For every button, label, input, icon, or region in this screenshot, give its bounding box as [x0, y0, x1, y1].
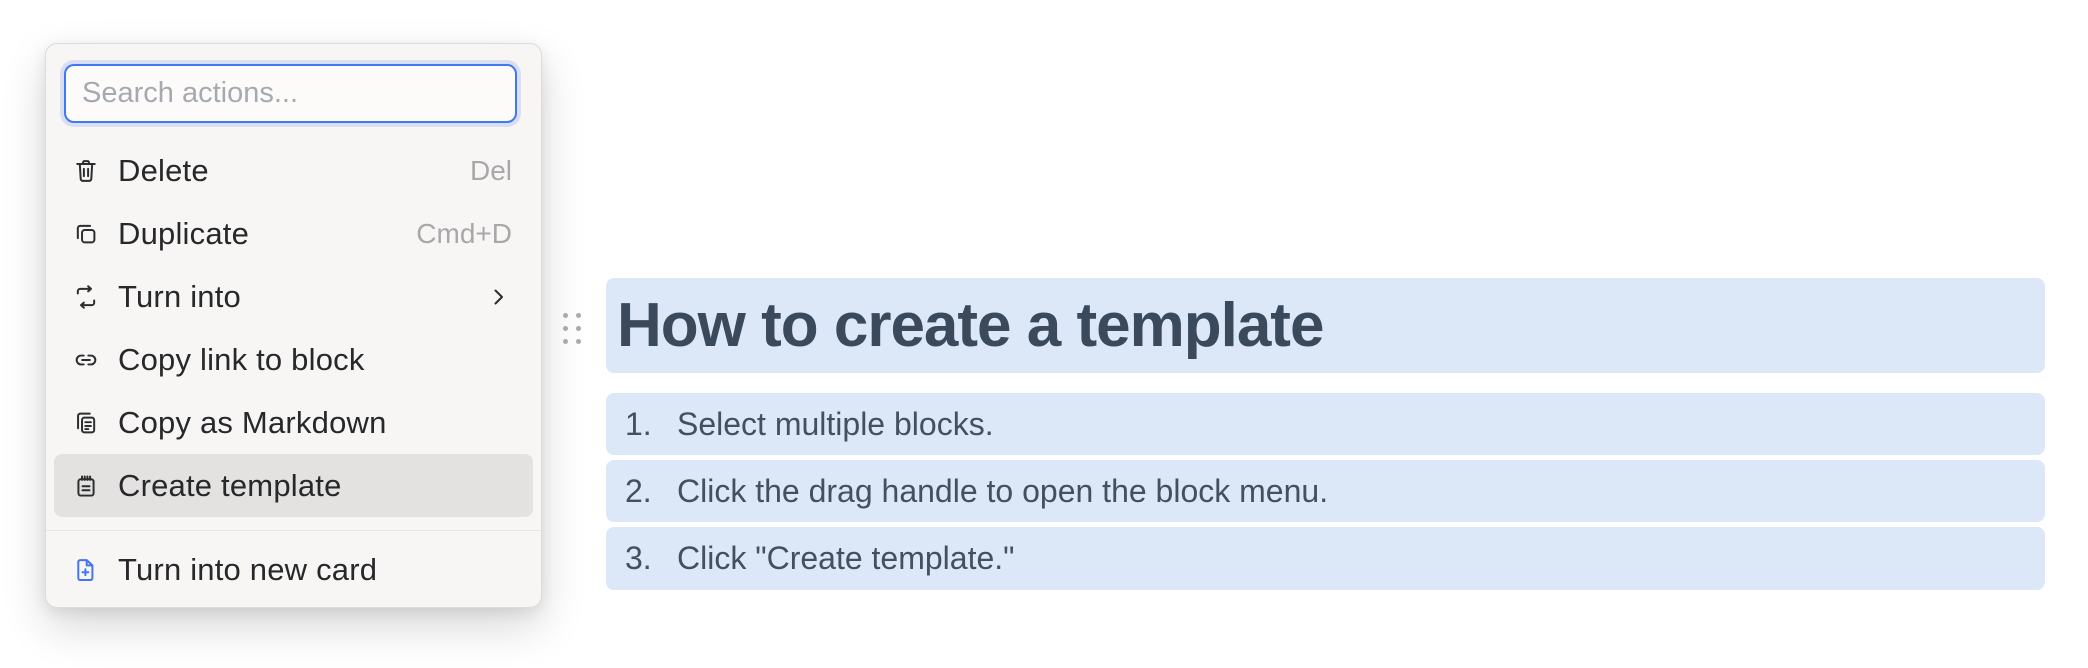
menu-item-turn-into[interactable]: Turn into	[54, 265, 533, 328]
menu-item-label: Copy as Markdown	[118, 404, 387, 440]
list-item-text: Select multiple blocks.	[677, 405, 994, 442]
block-action-menu: Delete Del Duplicate Cmd+D Turn into	[45, 43, 542, 608]
template-icon	[72, 472, 100, 500]
selected-heading-block[interactable]: How to create a template	[606, 278, 2045, 373]
menu-item-label: Delete	[118, 152, 209, 188]
document-content: How to create a template 1. Select multi…	[606, 278, 2045, 595]
list-item-text: Click the drag handle to open the block …	[677, 472, 1329, 509]
menu-item-label: Create template	[118, 467, 342, 503]
menu-item-label: Duplicate	[118, 215, 250, 251]
menu-item-turn-into-new-card[interactable]: Turn into new card	[54, 538, 533, 601]
turn-into-icon	[72, 283, 100, 311]
menu-item-shortcut: Cmd+D	[416, 217, 512, 249]
page-title: How to create a template	[617, 291, 1324, 360]
duplicate-icon	[72, 220, 100, 248]
list-item[interactable]: 3. Click "Create template."	[606, 527, 2045, 590]
list-item-text: Click "Create template."	[677, 540, 1015, 576]
menu-item-label: Turn into	[118, 278, 241, 314]
link-icon	[72, 346, 100, 374]
menu-item-delete[interactable]: Delete Del	[54, 139, 533, 202]
search-input[interactable]	[64, 64, 517, 123]
menu-item-shortcut: Del	[469, 154, 512, 186]
trash-icon	[72, 157, 100, 185]
menu-item-label: Copy link to block	[118, 341, 365, 377]
menu-item-create-template[interactable]: Create template	[54, 454, 533, 517]
menu-divider	[46, 530, 541, 531]
list-item[interactable]: 2. Click the drag handle to open the blo…	[606, 460, 2045, 522]
list-item[interactable]: 1. Select multiple blocks.	[606, 393, 2045, 455]
menu-item-duplicate[interactable]: Duplicate Cmd+D	[54, 202, 533, 265]
menu-item-copy-markdown[interactable]: Copy as Markdown	[54, 391, 533, 454]
copy-markdown-icon	[72, 409, 100, 437]
list-item-number: 2.	[625, 472, 652, 509]
menu-item-copy-link[interactable]: Copy link to block	[54, 328, 533, 391]
new-card-icon	[72, 556, 100, 584]
chevron-right-icon	[484, 283, 512, 311]
block-drag-handle-icon[interactable]	[563, 313, 581, 344]
list-item-number: 3.	[625, 540, 652, 576]
menu-item-label: Turn into new card	[118, 551, 378, 587]
list-item-number: 1.	[625, 405, 652, 442]
